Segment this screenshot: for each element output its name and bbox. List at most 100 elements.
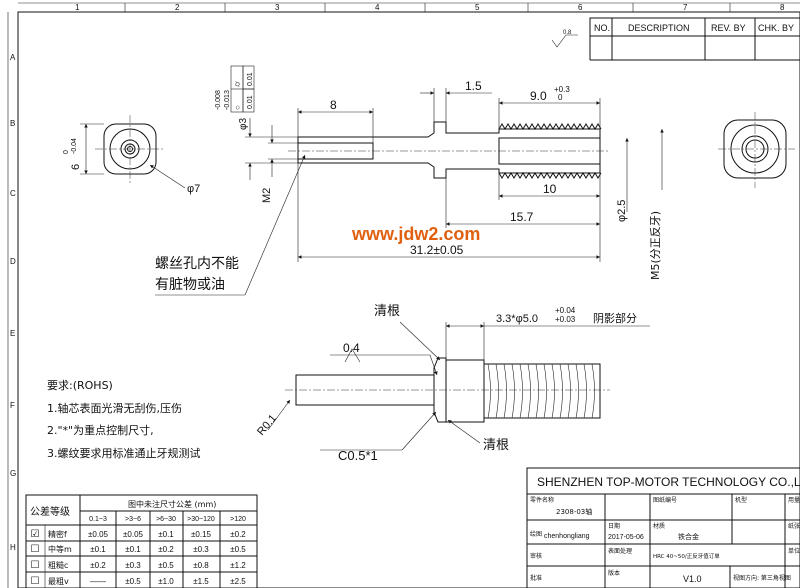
company-name: SHENZHEN TOP-MOTOR TECHNOLOGY CO.,LTD bbox=[537, 475, 800, 489]
thread-crest bbox=[527, 363, 531, 419]
thread-crest bbox=[551, 363, 555, 419]
dim-10: 10 bbox=[543, 182, 557, 196]
requirement-2: 2."*"为重点控制尺寸, bbox=[47, 423, 154, 437]
grade-name: 精密f bbox=[48, 529, 67, 539]
approve-label: 批准 bbox=[530, 574, 542, 582]
date-label: 日期 bbox=[608, 522, 620, 530]
tolerance-roundness: ○ bbox=[233, 105, 242, 110]
dim-15-7: 15.7 bbox=[510, 210, 534, 224]
column-marker: 2 bbox=[175, 3, 180, 12]
tolerance-range: >6~30 bbox=[156, 516, 176, 523]
row-marker: F bbox=[10, 401, 15, 410]
thread-crest bbox=[535, 363, 539, 419]
thread-crest bbox=[567, 363, 571, 419]
column-marker: 7 bbox=[683, 3, 688, 12]
tolerance-value: ±0.8 bbox=[193, 561, 209, 570]
dim-m2: M2 bbox=[261, 188, 273, 203]
thread-note-line-2: 有脏物或油 bbox=[155, 277, 225, 293]
grade-checkbox[interactable]: ☐ bbox=[31, 560, 40, 571]
tolerance-row: ☐粗糙c±0.2±0.3±0.5±0.8±1.2 bbox=[31, 560, 247, 571]
rev-header-description: DESCRIPTION bbox=[628, 23, 690, 33]
drawing-no-label: 图纸编号 bbox=[653, 496, 677, 504]
column-marker: 8 bbox=[780, 3, 785, 12]
thread-note: 螺丝孔内不能 有脏物或油 bbox=[155, 154, 306, 296]
shaft-exterior-view: 0.4 R0.1 C0.5*1 清根 清根 3.3*φ5.0 +0.04 +0.… bbox=[255, 304, 650, 463]
tolerance-range: 0.1~3 bbox=[89, 516, 107, 523]
thread-crest bbox=[503, 363, 507, 419]
thread-note-line-1: 螺丝孔内不能 bbox=[155, 256, 239, 272]
column-marker: 6 bbox=[578, 3, 583, 12]
dim-31-2: 31.2±0.05 bbox=[410, 243, 464, 257]
tolerance-value: ±0.5 bbox=[230, 545, 246, 554]
tolerance-range: >30~120 bbox=[187, 516, 215, 523]
tolerance-row: ☑精密f±0.05±0.05±0.1±0.15±0.2 bbox=[31, 529, 247, 540]
grade-name: 中等m bbox=[48, 544, 72, 554]
thread-crest bbox=[583, 363, 587, 419]
tolerance-value-2: 0.01 bbox=[247, 95, 254, 109]
surface-treatment: HRC 40~50/正反牙值订单 bbox=[653, 552, 720, 560]
row-marker: C bbox=[10, 189, 16, 198]
grade-name: 最粗v bbox=[48, 576, 69, 586]
row-marker: A bbox=[10, 53, 16, 62]
row-marker: B bbox=[10, 119, 15, 128]
requirements-title: 要求:(ROHS) bbox=[47, 379, 113, 392]
grade-checkbox[interactable]: ☐ bbox=[31, 544, 40, 555]
dim-phi7: φ7 bbox=[187, 183, 200, 195]
tolerance-value: ±0.2 bbox=[158, 545, 174, 554]
row-marker: D bbox=[10, 257, 16, 266]
thread-crest bbox=[575, 363, 579, 419]
dim-phi3-upper: -0.008 bbox=[215, 90, 222, 110]
review-label: 审核 bbox=[530, 552, 542, 560]
tolerance-value: ±0.5 bbox=[125, 577, 141, 586]
version: V1.0 bbox=[683, 574, 702, 584]
view-direction: 视图方向: 第三角视图 bbox=[733, 574, 791, 582]
tolerance-value: ±1.5 bbox=[193, 577, 209, 586]
drawing-date: 2017-05-06 bbox=[608, 534, 644, 541]
grade-checkbox[interactable]: ☑ bbox=[31, 529, 40, 540]
qty-label: 用量 bbox=[788, 497, 800, 504]
watermark: www.jdw2.com bbox=[351, 224, 480, 244]
grade-checkbox[interactable]: ☐ bbox=[31, 576, 40, 587]
tolerance-value: ±0.05 bbox=[88, 530, 109, 539]
dim-phi5-suffix: 阴影部分 bbox=[593, 311, 637, 325]
column-marker: 1 bbox=[75, 3, 80, 12]
paper-label: 纸张 bbox=[788, 522, 800, 530]
version-label: 版本 bbox=[608, 569, 620, 577]
requirement-1: 1.轴芯表面光滑无刮伤,压伤 bbox=[47, 401, 182, 415]
tolerance-value: ±0.1 bbox=[90, 545, 106, 554]
thread-crest bbox=[487, 363, 491, 419]
unit-label: 单位 bbox=[788, 547, 800, 555]
note-qing-gen-lower: 清根 bbox=[483, 438, 509, 453]
dim-6-lower: -0.04 bbox=[71, 138, 78, 154]
tolerance-value: ±0.3 bbox=[125, 561, 141, 570]
dim-phi5-lower: +0.03 bbox=[555, 315, 576, 324]
surface-label: 表面处理 bbox=[608, 547, 632, 555]
tolerance-table: 公差等级 图中未注尺寸公差 (mm) 0.1~3>3~6>6~30>30~120… bbox=[25, 494, 258, 588]
dim-8: 8 bbox=[330, 98, 337, 112]
shaft-section-view: M2 φ3 -0.008 -0.013 ⌭ ○ 0.01 0.01 8 1.5 … bbox=[215, 65, 664, 280]
row-marker: H bbox=[10, 543, 16, 552]
revision-table: NO. DESCRIPTION REV. BY CHK. BY bbox=[589, 17, 800, 61]
thread-crest bbox=[591, 363, 595, 419]
thread-crest bbox=[559, 363, 563, 419]
tolerance-value: ±0.2 bbox=[90, 561, 106, 570]
column-marker: 4 bbox=[375, 3, 380, 12]
dim-phi2-5: φ2.5 bbox=[616, 200, 628, 222]
dim-phi3-lower: -0.013 bbox=[224, 90, 231, 110]
drawn-by: chenhongliang bbox=[544, 533, 590, 540]
row-marker: G bbox=[10, 469, 16, 478]
part-name-label: 零件名称 bbox=[530, 496, 554, 504]
tolerance-value: ±0.5 bbox=[158, 561, 174, 570]
dim-c0-5: C0.5*1 bbox=[338, 448, 378, 463]
dim-phi3: φ3 bbox=[238, 118, 249, 130]
material-label: 材质 bbox=[653, 522, 665, 530]
dim-1-5: 1.5 bbox=[465, 79, 482, 93]
column-marker: 3 bbox=[275, 3, 280, 12]
note-qing-gen-upper: 清根 bbox=[374, 304, 400, 319]
model-label: 机型 bbox=[735, 496, 747, 504]
rev-header-rev-by: REV. BY bbox=[711, 23, 746, 33]
tolerance-value: ±2.5 bbox=[230, 577, 246, 586]
